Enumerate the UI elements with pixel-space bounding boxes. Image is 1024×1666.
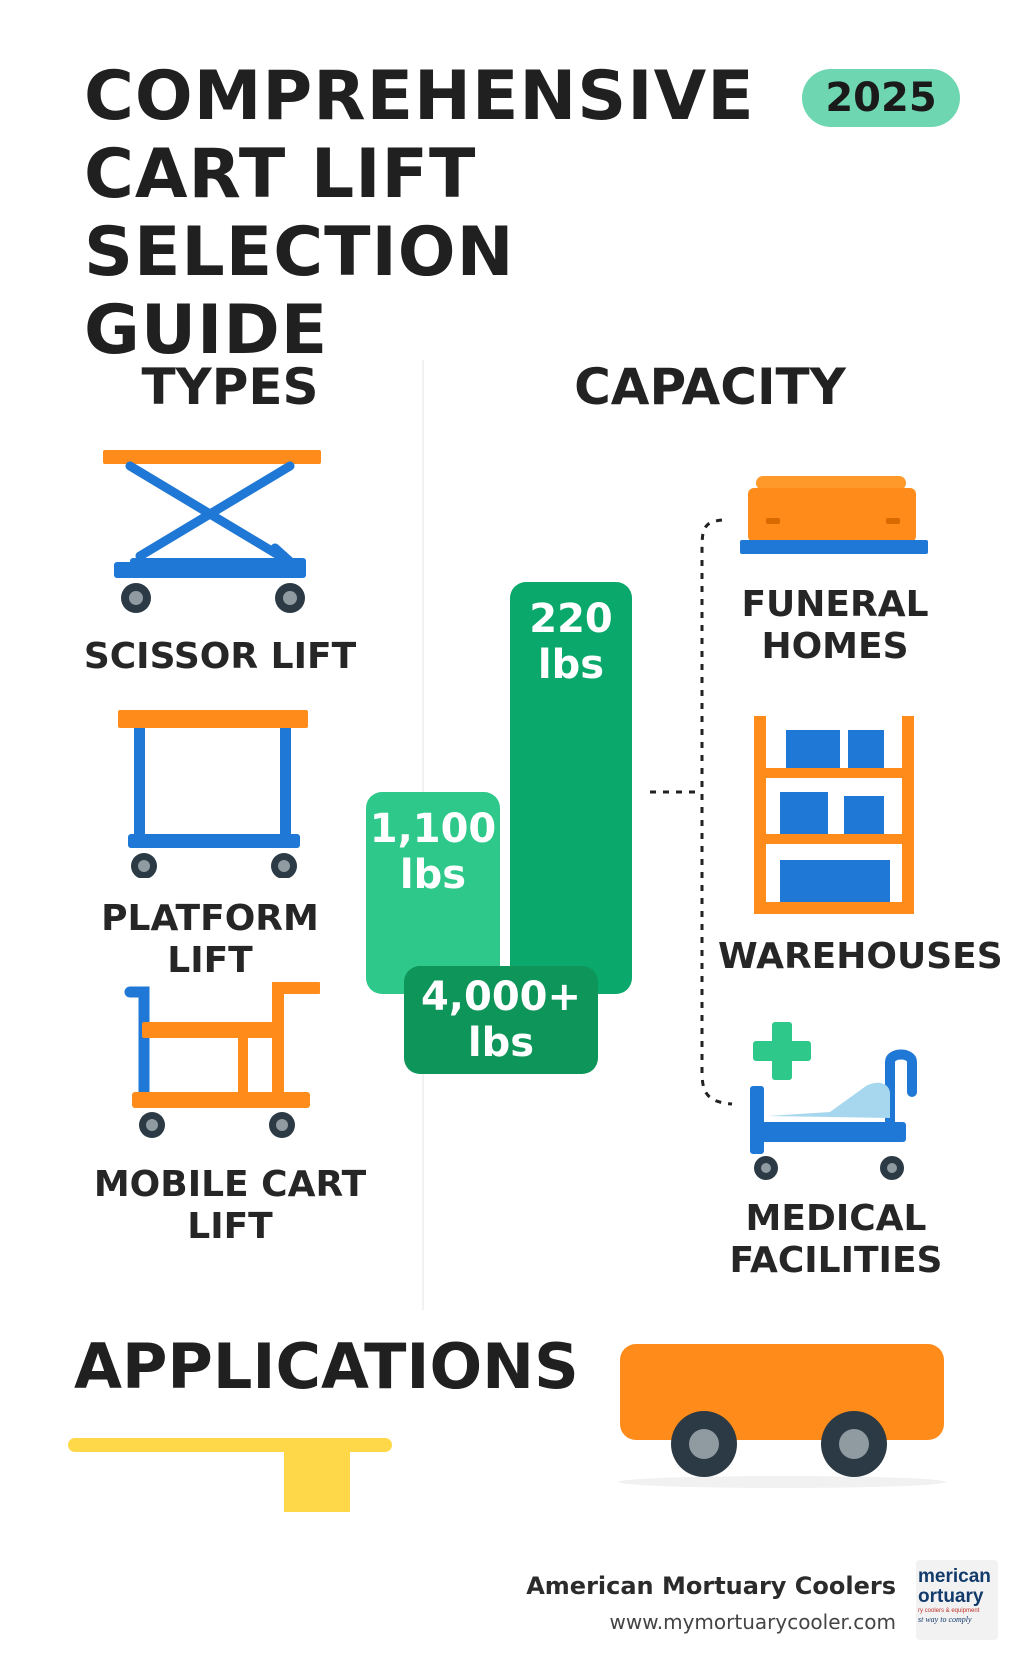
platform-lift-icon [118, 710, 308, 878]
title-line-3: GUIDE [84, 291, 329, 370]
capacity-bar-1100: 1,100 lbs [366, 792, 500, 994]
capacity-bar-220: 220 lbs [510, 582, 632, 994]
mobile-cart-lift-icon [124, 982, 320, 1138]
facility-label-line: HOMES [761, 626, 909, 667]
capacity-bar-unit: lbs [467, 1020, 535, 1066]
page-title: COMPREHENSIVE CART LIFT SELECTION GUIDE [84, 58, 904, 370]
title-line-2: CART LIFT SELECTION [84, 135, 515, 292]
company-logo: merican ortuary ry coolers & equipment s… [916, 1560, 998, 1640]
applications-heading: APPLICATIONS [74, 1330, 579, 1403]
facility-label-line: FACILITIES [729, 1240, 943, 1281]
facility-label-medical-facilities: MEDICAL FACILITIES [706, 1198, 966, 1282]
footer-url[interactable]: www.mymortuarycooler.com [609, 1610, 896, 1634]
capacity-bar-unit: lbs [399, 852, 467, 898]
facility-label-line: FUNERAL [741, 584, 929, 625]
type-label-platform-lift: PLATFORM LIFT [90, 898, 330, 982]
type-label-scissor-lift: SCISSOR LIFT [80, 636, 360, 678]
type-label-line: SCISSOR LIFT [83, 636, 357, 677]
orange-cart-icon [618, 1344, 946, 1488]
capacity-bar-value: 220 [529, 596, 613, 642]
svg-text:st way to comply: st way to comply [918, 1615, 972, 1624]
year-badge: 2025 [802, 69, 960, 127]
types-heading: TYPES [141, 358, 319, 416]
facility-label-warehouses: WAREHOUSES [718, 936, 1003, 978]
svg-text:ortuary: ortuary [918, 1586, 984, 1607]
hospital-bed-icon [750, 1022, 917, 1180]
type-label-line: MOBILE CART [93, 1164, 367, 1205]
type-label-line: LIFT [187, 1206, 273, 1247]
capacity-bar-4000: 4,000+ lbs [404, 966, 598, 1074]
dotted-connector [650, 518, 733, 1106]
type-label-line: LIFT [167, 940, 253, 981]
casket-icon [740, 476, 928, 554]
scissor-lift-icon [103, 450, 321, 613]
svg-text:merican: merican [918, 1566, 991, 1587]
capacity-heading: CAPACITY [574, 358, 846, 416]
yellow-platform-icon [68, 1438, 392, 1512]
facility-label-funeral-homes: FUNERAL HOMES [720, 584, 950, 668]
footer-brand: American Mortuary Coolers [526, 1572, 896, 1600]
capacity-bar-value: 4,000+ [420, 974, 582, 1020]
svg-text:ry coolers & equipment: ry coolers & equipment [918, 1608, 980, 1614]
warehouse-shelf-icon [754, 716, 914, 914]
facility-label-line: WAREHOUSES [718, 936, 1003, 977]
capacity-bar-value: 1,100 [369, 806, 497, 852]
type-label-mobile-cart-lift: MOBILE CART LIFT [80, 1164, 380, 1248]
type-label-line: PLATFORM [101, 898, 319, 939]
title-line-1: COMPREHENSIVE [84, 57, 755, 136]
capacity-bar-unit: lbs [537, 642, 605, 688]
facility-label-line: MEDICAL [745, 1198, 927, 1239]
